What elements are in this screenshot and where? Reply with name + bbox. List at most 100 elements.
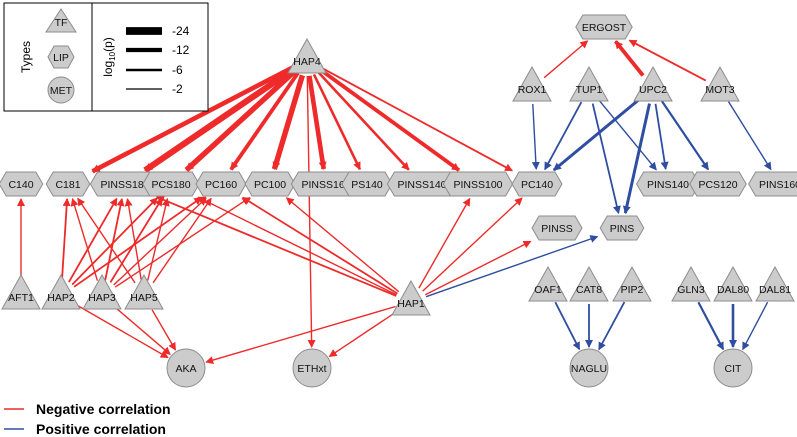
hexagon-icon — [511, 171, 563, 197]
edge-hap1-pinss180 — [155, 196, 397, 297]
node-naglu: NAGLU — [569, 348, 609, 388]
node-pc160: PC160 — [195, 171, 247, 197]
node-label: ROX1 — [518, 84, 547, 96]
edge-hap1-pcs180 — [197, 196, 397, 296]
legend-width-label: -24 — [172, 24, 190, 38]
node-tup1: TUP1 — [569, 65, 609, 102]
triangle-icon — [569, 65, 609, 102]
edge-tup1-pins — [591, 103, 621, 215]
node-pinss140: PINSS140 — [386, 171, 458, 197]
node-label: PS140 — [351, 179, 383, 191]
legend-width-scale: -24 -12 -6 -2 — [126, 24, 190, 96]
edge-pip2-naglu — [598, 301, 626, 351]
node-label: HAP3 — [88, 292, 116, 304]
edge-hap4-ethxt — [306, 75, 316, 348]
edge-hap1-pinss — [424, 240, 532, 296]
triangle-icon — [755, 265, 795, 302]
legend-width-label: -12 — [172, 43, 190, 57]
node-pinss180: PINSS180 — [89, 171, 161, 197]
node-hap3: HAP3 — [82, 273, 122, 310]
edge-hap4-pinss180 — [143, 66, 296, 173]
node-label: PIP2 — [621, 284, 644, 296]
node-label: TUP1 — [576, 84, 603, 96]
edge-hap3-pc100 — [114, 197, 251, 288]
node-pcs120: PCS120 — [689, 171, 747, 197]
node-ps140: PS140 — [341, 171, 393, 197]
negative-correlation-label: Negative correlation — [36, 401, 171, 417]
hexagon-icon — [45, 171, 91, 197]
hexagon-icon — [599, 215, 645, 241]
edge-hap2-c181 — [61, 198, 71, 281]
edge-hap4-pinss100 — [318, 67, 461, 172]
legend-type-met-label: MET — [50, 85, 73, 97]
node-pins160: PINS160 — [748, 171, 797, 197]
triangle-icon — [41, 273, 81, 310]
triangle-icon — [612, 265, 652, 302]
hexagon-icon — [748, 171, 797, 197]
node-label: AFT1 — [8, 292, 34, 304]
node-dal80: DAL80 — [713, 265, 753, 302]
node-label: UPC2 — [639, 84, 667, 96]
edge-upc2-ergost — [614, 40, 645, 77]
edge-oaf1-naglu — [554, 301, 581, 351]
legend-type-lip: LIP — [47, 45, 75, 69]
node-label: C140 — [8, 179, 33, 191]
node-dal81: DAL81 — [755, 265, 795, 302]
edge-hap4-pinss140 — [316, 70, 410, 171]
edge-upc2-pcs120 — [661, 100, 710, 171]
node-label: HAP1 — [397, 298, 425, 310]
node-label: NAGLU — [571, 363, 607, 375]
edge-hap5-aka — [151, 309, 177, 351]
edge-hap5-pcs180 — [147, 197, 170, 281]
node-pinss100: PINSS100 — [442, 171, 514, 197]
node-label: CAT8 — [576, 284, 602, 296]
triangle-icon — [124, 273, 164, 310]
legend-type-tf-label: TF — [55, 17, 68, 29]
edge-hap1-ethxt — [328, 310, 399, 357]
edge-tup1-pins140 — [598, 99, 657, 171]
edge-hap4-pc140 — [320, 66, 513, 172]
circle-icon — [166, 348, 206, 388]
node-label: PINSS180 — [100, 179, 149, 191]
edge-hap3-pcs180 — [109, 197, 163, 283]
node-mot3: MOT3 — [700, 65, 740, 102]
node-rox1: ROX1 — [512, 65, 552, 102]
node-hap2: HAP2 — [41, 273, 81, 310]
edge-mot3-pins160 — [727, 101, 772, 171]
node-label: ERGOST — [582, 22, 627, 34]
edge-hap3-pc160 — [113, 197, 207, 286]
edge-mot3-ergost — [628, 39, 707, 82]
legend-width-label: -2 — [172, 82, 183, 96]
node-label: PINSS — [541, 223, 573, 235]
legend-width-label: -6 — [172, 63, 183, 77]
node-label: DAL80 — [717, 284, 749, 296]
edge-hap4-pcs180 — [184, 68, 298, 172]
triangle-icon — [700, 65, 740, 102]
node-label: HAP5 — [130, 292, 158, 304]
edge-hap4-ps140 — [312, 73, 362, 171]
node-cit: CIT — [713, 348, 753, 388]
edge-hap5-c181 — [77, 197, 136, 284]
edge-hap4-c181 — [91, 65, 294, 174]
node-label: PINSS100 — [453, 179, 502, 191]
correlation-legend: Negative correlation Positive correlatio… — [4, 401, 171, 437]
edge-gln3-cit — [697, 301, 725, 351]
node-pc100: PC100 — [244, 171, 296, 197]
node-oaf1: OAF1 — [528, 265, 568, 302]
triangle-icon — [569, 265, 609, 302]
node-label: PINSS160 — [301, 179, 350, 191]
node-label: HAP4 — [293, 56, 321, 68]
node-pins: PINS — [599, 215, 645, 241]
node-label: CIT — [725, 363, 743, 375]
node-ergost: ERGOST — [575, 14, 633, 40]
node-label: PINS — [610, 223, 635, 235]
circle-icon — [569, 348, 609, 388]
edge-hap1-pc100 — [285, 197, 400, 293]
edge-hap4-pc100 — [271, 74, 305, 171]
positive-correlation-label: Positive correlation — [36, 421, 166, 437]
circle-icon — [292, 348, 332, 388]
node-hap4: HAP4 — [287, 37, 327, 74]
edge-hap1-aka — [205, 305, 396, 364]
